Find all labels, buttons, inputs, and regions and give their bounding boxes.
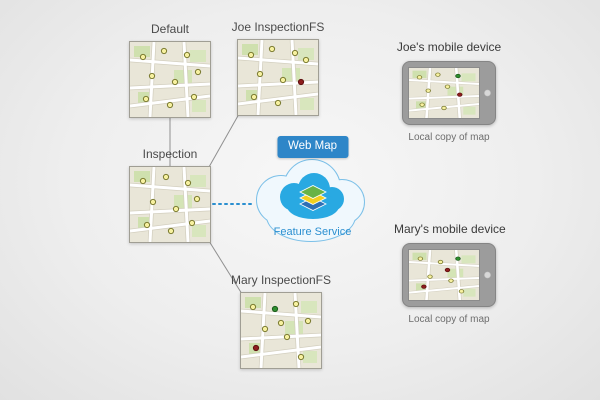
node-mary-inspectionfs-label: Mary InspectionFS	[230, 273, 332, 287]
joe-device-group: Joe's mobile device Local copy of map	[394, 40, 504, 143]
cloud-icon	[256, 159, 365, 242]
joe-device-caption: Local copy of map	[408, 132, 490, 143]
mary-tablet	[402, 243, 496, 307]
joe-device-map	[408, 67, 480, 119]
node-inspection-label: Inspection	[142, 147, 198, 161]
node-mary-inspectionfs: Mary InspectionFS	[221, 273, 341, 369]
mary-device-group: Mary's mobile device Local copy of map	[394, 222, 506, 325]
mary-device-title: Mary's mobile device	[394, 222, 506, 236]
joe-tablet	[402, 61, 496, 125]
camera-dot	[484, 271, 491, 279]
camera-dot	[484, 89, 491, 97]
node-joe-inspectionfs-label: Joe InspectionFS	[231, 20, 325, 34]
web-map-cloud-group: Web Map Feature Service	[240, 132, 385, 252]
node-joe-inspectionfs: Joe InspectionFS	[218, 20, 338, 116]
node-default: Default	[110, 22, 230, 118]
feature-service-label: Feature Service	[273, 226, 352, 238]
map-thumbnail-default	[129, 41, 211, 118]
map-thumbnail-mary-inspectionfs	[240, 292, 322, 369]
map-thumbnail-joe-inspectionfs	[237, 39, 319, 116]
node-default-label: Default	[150, 22, 190, 36]
layers-icon	[299, 185, 327, 211]
mary-device-map	[408, 249, 480, 301]
node-inspection: Inspection	[110, 147, 230, 243]
map-thumbnail-inspection	[129, 166, 211, 243]
web-map-badge: Web Map	[276, 136, 349, 158]
joe-device-title: Joe's mobile device	[396, 40, 502, 54]
mary-device-caption: Local copy of map	[408, 314, 490, 325]
